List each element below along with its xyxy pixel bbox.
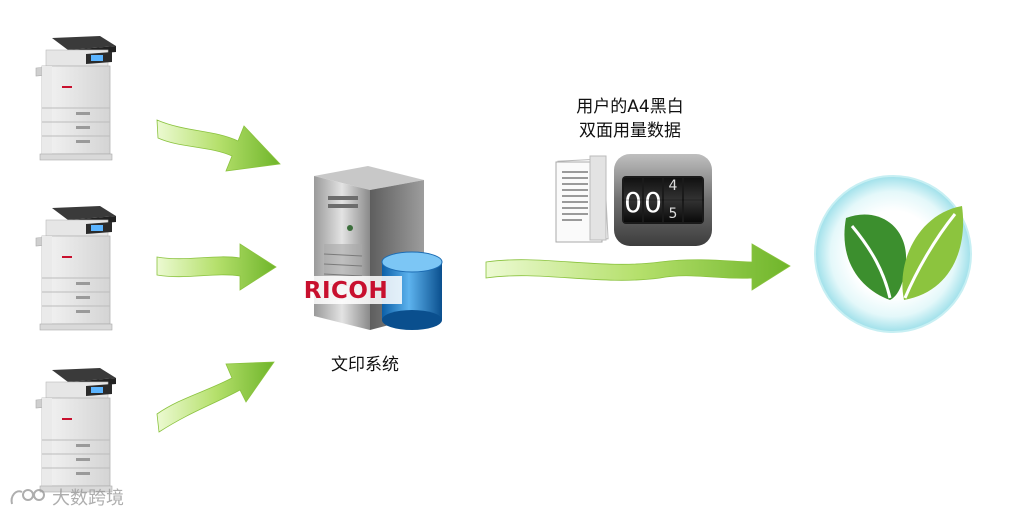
arrow-top-to-server (156, 119, 281, 172)
green-leaf-icon (814, 175, 972, 333)
system-label: 文印系统 (331, 355, 399, 375)
ricoh-logo: RICOH (290, 276, 402, 304)
odometer-counter-icon: 0 0 4 5 (614, 154, 712, 246)
document-stack-icon (555, 155, 609, 243)
svg-text:0: 0 (624, 186, 642, 219)
svg-text:5: 5 (669, 206, 678, 222)
watermark-logo-icon (10, 489, 45, 505)
svg-text:RICOH: RICOH (304, 278, 388, 304)
watermark-text: 大数跨境 (52, 488, 124, 509)
data-label-line1: 用户的A4黑白 (576, 97, 684, 117)
svg-text:4: 4 (669, 178, 678, 194)
svg-text:0: 0 (644, 186, 662, 219)
copier-icon-middle (35, 205, 117, 331)
arrow-bottom-to-server (156, 361, 275, 433)
watermark: 大数跨境 (8, 484, 124, 510)
data-label-line2: 双面用量数据 (579, 121, 681, 141)
copier-icon-bottom (35, 367, 117, 493)
arrow-middle-to-server (156, 243, 277, 291)
arrow-server-to-leaf (485, 243, 791, 291)
copier-icon-top (35, 35, 117, 161)
database-cylinder-icon (381, 251, 443, 330)
